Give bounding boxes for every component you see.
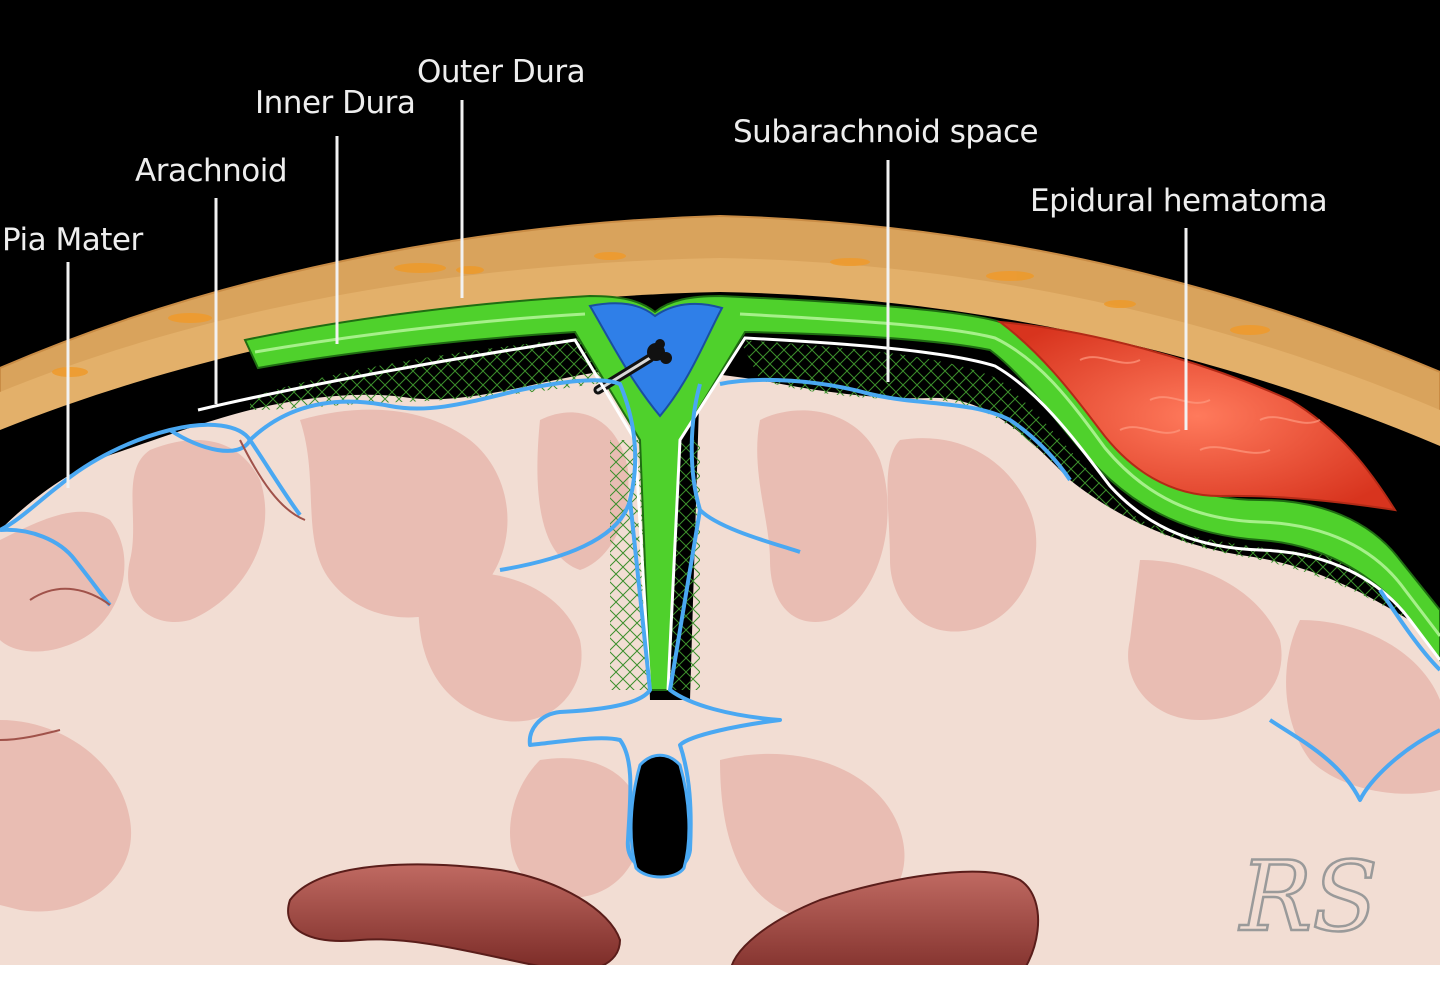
pia-mater bbox=[0, 377, 1440, 877]
pia-mater-gyri bbox=[0, 428, 252, 532]
label-arachnoid: Arachnoid bbox=[135, 153, 287, 189]
inner-dura-line bbox=[254, 312, 1440, 637]
watermark-logo: RS bbox=[1238, 841, 1378, 953]
label-pia-mater: Pia Mater bbox=[2, 222, 143, 258]
label-epidural-hematoma: Epidural hematoma bbox=[1030, 183, 1327, 219]
subarachnoid-trabeculae bbox=[250, 338, 620, 410]
subarachnoid-trabeculae-right bbox=[740, 340, 1440, 640]
hematoma-texture bbox=[1079, 356, 1321, 454]
arachnoid-membrane bbox=[197, 336, 1440, 691]
cortex-fissures bbox=[0, 439, 306, 741]
midline-ventricle bbox=[629, 753, 691, 879]
lateral-ventricle-left bbox=[287, 863, 622, 973]
arachnoid-granulation bbox=[593, 339, 672, 395]
label-inner-dura: Inner Dura bbox=[255, 85, 415, 121]
epidural-hematoma-region bbox=[996, 320, 1398, 512]
label-outer-dura: Outer Dura bbox=[417, 54, 585, 90]
brain-gray-matter bbox=[0, 409, 1440, 922]
bottom-band bbox=[0, 965, 1440, 987]
label-subarachnoid-space: Subarachnoid space bbox=[733, 114, 1038, 150]
lateral-ventricle-right bbox=[728, 870, 1040, 987]
